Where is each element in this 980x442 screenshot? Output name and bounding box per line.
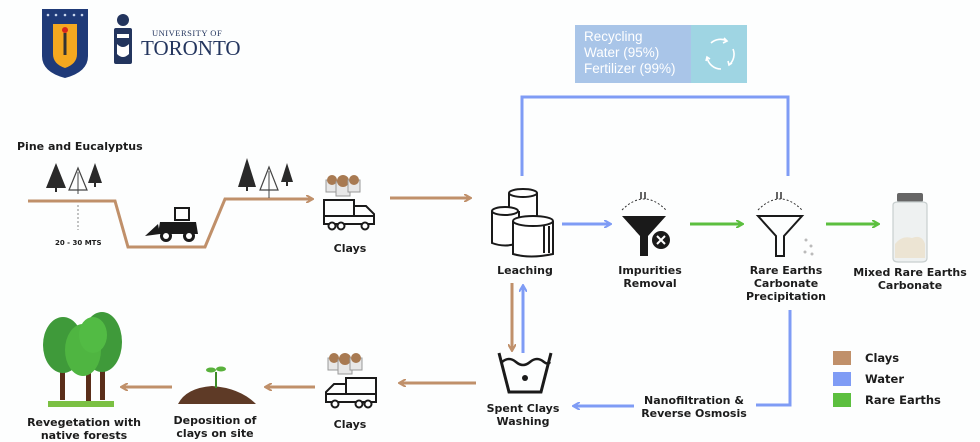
label-line: clays on site — [176, 427, 254, 440]
label-line: Washing — [496, 415, 550, 428]
legend-swatch — [833, 371, 851, 386]
washing-basin-icon — [497, 352, 553, 394]
soil-sprout-icon — [178, 366, 256, 404]
clay-bags-icon — [325, 175, 361, 197]
label-line: Spent Clays — [486, 402, 560, 415]
clays-bottom-label: Clays — [333, 418, 367, 431]
washing-label: Spent Clays Washing — [478, 402, 568, 428]
label-line: Reverse Osmosis — [641, 407, 747, 420]
water-return-line — [756, 310, 792, 407]
pine-tree-icons-left — [46, 163, 102, 194]
label-line: native forests — [40, 429, 128, 442]
legend-label: Clays — [865, 350, 900, 365]
label-line: Impurities — [618, 264, 682, 277]
impurities-removal-label: Impurities Removal — [608, 264, 692, 290]
legend-item-water: Water — [833, 368, 941, 389]
label-line: Removal — [623, 277, 677, 290]
label-line: Precipitation — [746, 290, 826, 303]
label-line: Carbonate — [877, 279, 943, 292]
deposition-label: Deposition of clays on site — [170, 414, 260, 440]
label-line: Mixed Rare Earths — [853, 266, 967, 279]
clay-bags-icon — [327, 353, 363, 375]
clay-truck-icon-bottom — [325, 353, 377, 409]
clays-top-label: Clays — [333, 242, 367, 255]
native-forest-icon — [43, 312, 122, 407]
recycling-fertilizer: Fertilizer (99%) — [584, 61, 676, 76]
clay-truck-icon-top — [323, 175, 375, 231]
recycling-water: Water (95%) — [584, 45, 660, 60]
precipitation-label: Rare Earths Carbonate Precipitation — [740, 264, 832, 303]
legend-swatch — [833, 350, 851, 365]
recycling-text: Recycling Water (95%) Fertilizer (99%) — [584, 29, 676, 77]
logo-line-1: UNIVERSITY OF — [152, 28, 222, 38]
leaching-label: Leaching — [497, 264, 553, 277]
leaching-tanks-icon — [491, 188, 554, 258]
university-crest-logo — [42, 9, 88, 78]
revegetation-label: Revegetation with native forests — [22, 416, 146, 442]
recycling-title: Recycling — [584, 29, 643, 44]
label-line: Nanofiltration & — [644, 394, 744, 407]
terrain-line — [28, 199, 312, 249]
label-line: Carbonate — [753, 277, 819, 290]
recycle-icon — [691, 25, 747, 83]
legend-label: Water — [865, 371, 905, 386]
legend-swatch — [833, 392, 851, 407]
label-line: Deposition of — [173, 414, 257, 427]
water-recycle-line — [520, 95, 790, 176]
label-line: Revegetation with — [27, 416, 141, 429]
depth-label: 20 - 30 MTS — [55, 239, 102, 247]
forest-label: Pine and Eucalyptus — [17, 140, 143, 153]
impurities-funnel-icon — [621, 192, 670, 256]
legend-item-rare-earths: Rare Earths — [833, 389, 941, 410]
product-label: Mixed Rare Earths Carbonate — [850, 266, 970, 292]
legend-item-clays: Clays — [833, 347, 941, 368]
pine-tree-icons-right — [238, 158, 293, 198]
precipitation-funnel-icon — [755, 192, 814, 257]
university-of-toronto-logo — [114, 14, 132, 64]
nanofiltration-label: Nanofiltration & Reverse Osmosis — [636, 394, 752, 420]
logo-line-2: TORONTO — [141, 36, 241, 60]
product-jar-icon — [892, 193, 928, 263]
loader-vehicle-icon — [145, 207, 198, 242]
recycling-box: Recycling Water (95%) Fertilizer (99%) — [575, 25, 747, 83]
legend-label: Rare Earths — [865, 392, 941, 407]
legend: Clays Water Rare Earths — [833, 347, 941, 410]
label-line: Rare Earths — [749, 264, 823, 277]
